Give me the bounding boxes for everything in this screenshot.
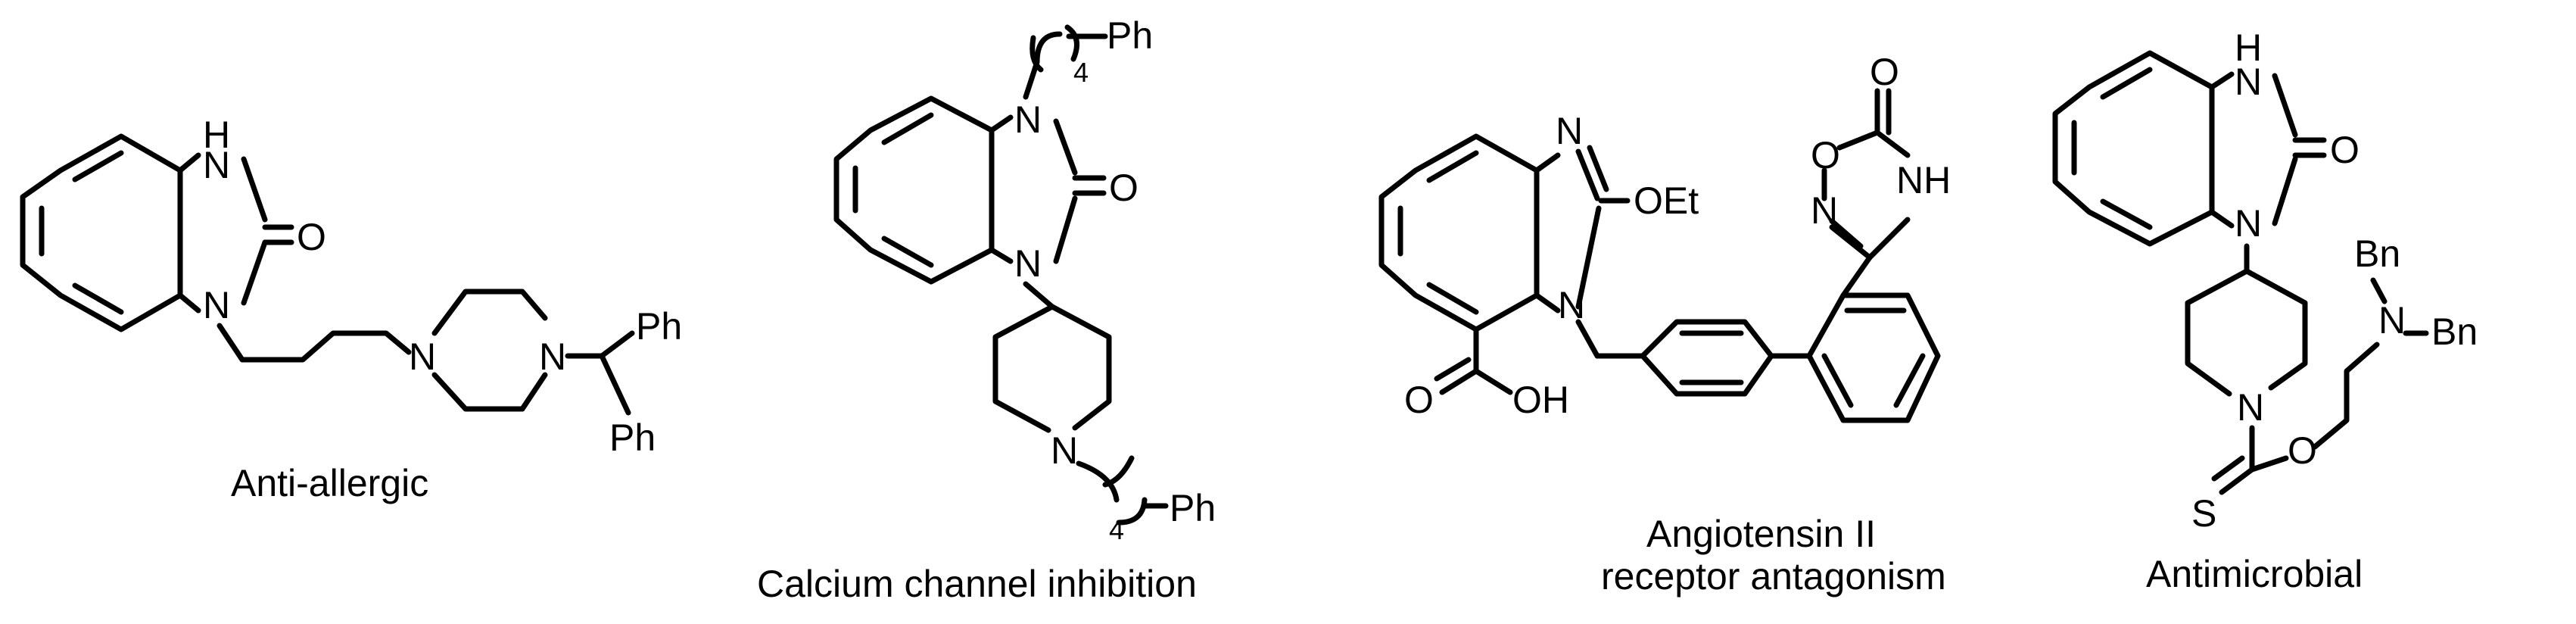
piperidine-ring xyxy=(2185,243,2308,397)
molecule-anti-allergic: H N O N N N Ph Ph Anti-allergic xyxy=(20,114,682,504)
atom-oxygen: O xyxy=(297,216,326,258)
molecule-angiotensin: N OEt N O OH xyxy=(1378,51,1951,597)
atom-oxygen: O xyxy=(2288,429,2317,472)
atom-oxygen: O xyxy=(1109,167,1138,209)
caption-anti-allergic: Anti-allergic xyxy=(231,462,428,504)
benzyl-label: Bn xyxy=(2431,310,2478,353)
biphenyl-ring xyxy=(1806,292,1941,423)
benzimidazole-core xyxy=(1378,133,1631,332)
atom-nitrogen: N xyxy=(2378,299,2406,342)
atom-nitrogen: N xyxy=(1014,242,1042,285)
piperazine-ring xyxy=(431,289,548,412)
atom-nitrogen: N xyxy=(1014,98,1042,141)
atom-nitrogen: N xyxy=(539,335,566,378)
benzyl-label: Bn xyxy=(2354,232,2400,275)
phenyl-label: Ph xyxy=(1170,487,1216,529)
atom-nitrogen: N xyxy=(2235,202,2262,245)
atom-nitrogen: N xyxy=(2235,61,2262,103)
molecule-antimicrobial: H N O N N S O N Bn Bn Antimicrobial xyxy=(2052,27,2478,595)
benzimidazolone-core xyxy=(2052,50,2327,247)
atom-nitrogen: N xyxy=(1811,189,1838,232)
atom-oxygen: O xyxy=(1811,134,1840,176)
benzimidazolone-core xyxy=(833,95,1107,285)
molecule-calcium-channel: N O N 4 Ph N 4 Ph Calcium channel inhibi… xyxy=(757,14,1216,605)
atom-oxygen: O xyxy=(1870,51,1899,93)
phenyl-label: Ph xyxy=(609,417,656,459)
piperidine-ring xyxy=(992,281,1112,433)
atom-oxygen: O xyxy=(2330,129,2360,171)
caption-angiotensin-line1: Angiotensin II xyxy=(1646,513,1876,555)
atom-nitrogen: N xyxy=(1556,110,1583,152)
atom-sulfur: S xyxy=(2191,492,2216,535)
ethoxy-label: OEt xyxy=(1634,179,1699,222)
atom-nitrogen: N xyxy=(1558,284,1585,326)
atom-nitrogen: N xyxy=(203,144,230,186)
atom-hydrogen: H xyxy=(2235,27,2262,69)
atom-oxygen: O xyxy=(1404,379,1434,421)
atom-nh: NH xyxy=(1896,159,1951,201)
repeat-count: 4 xyxy=(1073,57,1089,88)
atom-nitrogen: N xyxy=(203,284,230,326)
caption-antimicrobial: Antimicrobial xyxy=(2146,553,2363,595)
phenylene-ring xyxy=(1640,319,1774,397)
benzimidazolone-core xyxy=(20,133,294,332)
repeat-count: 4 xyxy=(1109,514,1124,545)
atom-nitrogen: N xyxy=(1051,429,1078,472)
oxadiazolone-ring xyxy=(1821,88,1911,261)
hydroxyl-label: OH xyxy=(1512,379,1569,421)
phenyl-label: Ph xyxy=(636,305,682,348)
atom-hydrogen: H xyxy=(203,114,230,156)
atom-nitrogen: N xyxy=(2237,386,2264,429)
phenyl-label: Ph xyxy=(1107,14,1153,57)
atom-nitrogen: N xyxy=(409,335,436,378)
caption-angiotensin-line2: receptor antagonism xyxy=(1601,555,1946,597)
caption-calcium-channel: Calcium channel inhibition xyxy=(757,563,1197,605)
